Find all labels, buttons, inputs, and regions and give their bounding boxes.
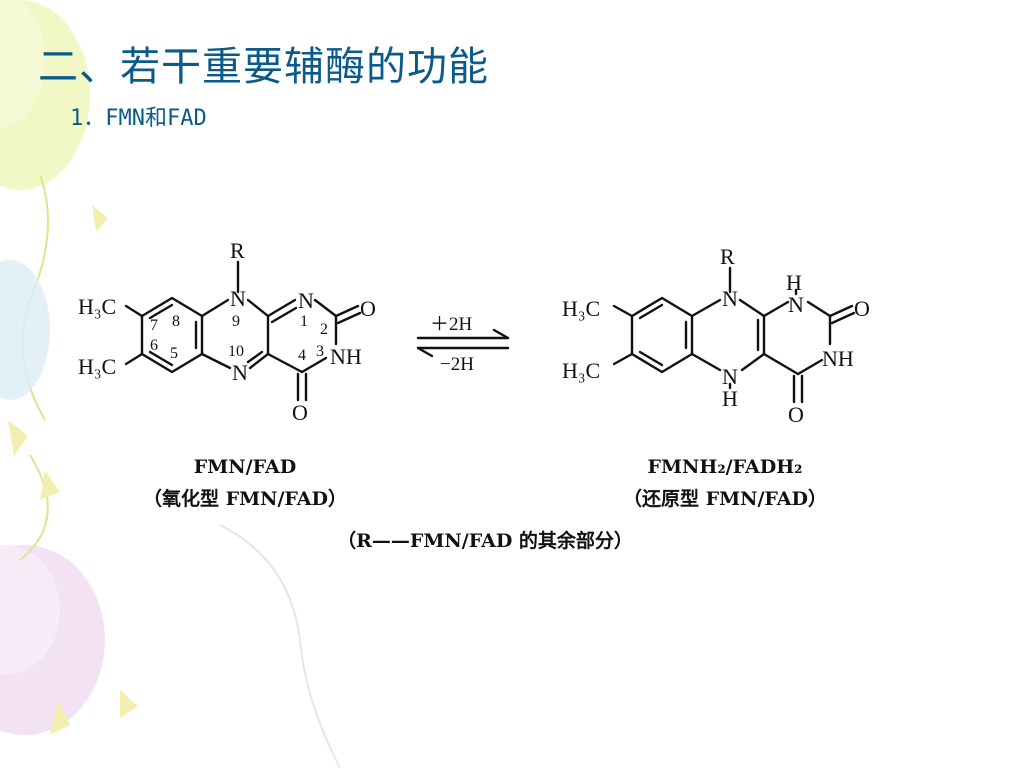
oxidized-o4-atom: O — [292, 400, 308, 425]
reduced-caption-type: （还原型 FMN/FAD） — [622, 488, 828, 510]
reduced-n10-atom: N — [722, 286, 738, 311]
reduced-nh-label: NH — [822, 346, 854, 371]
reduced-r-label: R — [720, 244, 735, 269]
reduced-h5-atom: H — [722, 386, 738, 411]
r-group-note: （R——FMN/FAD 的其余部分） — [337, 530, 633, 552]
position-5: 5 — [170, 345, 178, 362]
position-7: 7 — [150, 317, 158, 334]
position-2: 2 — [320, 321, 328, 338]
oxidized-ch3-top: H₃C — [78, 294, 116, 319]
oxidized-n9-atom: N — [230, 286, 246, 311]
oxidized-o2-atom: O — [360, 296, 376, 321]
reduced-caption-name: FMNH₂/FADH₂ — [647, 456, 803, 478]
oxidized-caption-type: （氧化型 FMN/FAD） — [142, 488, 348, 510]
position-6: 6 — [150, 337, 158, 354]
position-9: 9 — [232, 313, 240, 330]
oxidized-r-label: R — [230, 238, 245, 263]
oxidized-caption-name: FMN/FAD — [193, 456, 297, 478]
oxidized-n10-atom: N — [232, 360, 248, 385]
position-10: 10 — [228, 343, 244, 360]
reverse-arrow-label: −2H — [440, 354, 474, 375]
reduced-ch3-bottom: H₃C — [562, 358, 600, 383]
reduced-h1-atom: H — [786, 270, 802, 295]
oxidized-ch3-bottom: H₃C — [78, 354, 116, 379]
reduced-n1-atom: N — [788, 292, 804, 317]
forward-arrow-label: ＋2H — [430, 314, 473, 335]
page-title: 二、若干重要辅酶的功能 — [38, 44, 489, 90]
position-1: 1 — [300, 313, 308, 330]
position-3: 3 — [316, 343, 324, 360]
section-subtitle: 1．FMN和FAD — [70, 106, 207, 131]
oxidized-n1-atom: N — [298, 288, 314, 313]
reduced-ch3-top: H₃C — [562, 296, 600, 321]
reduced-o4-atom: O — [788, 402, 804, 427]
reduced-n5-atom: N — [722, 364, 738, 389]
position-4: 4 — [298, 347, 306, 364]
reduced-o2-atom: O — [854, 296, 870, 321]
oxidized-nh-label: NH — [330, 344, 362, 369]
position-8: 8 — [172, 313, 180, 330]
